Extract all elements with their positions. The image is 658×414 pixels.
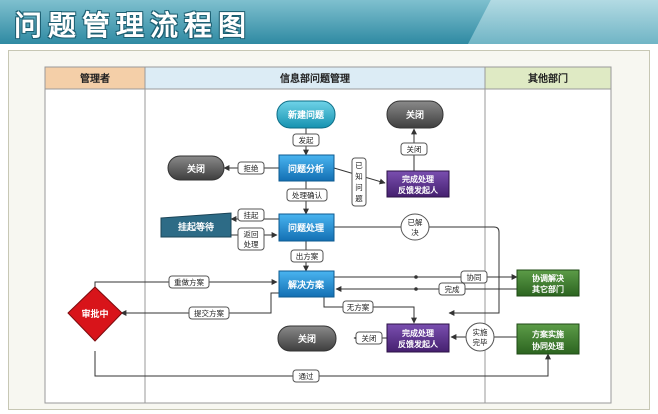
lane-header-other: 其他部门 bbox=[528, 72, 568, 85]
svg-text:拒绝: 拒绝 bbox=[244, 163, 259, 173]
svg-text:无方案: 无方案 bbox=[347, 302, 370, 312]
title-ribbon-decoration bbox=[468, 0, 658, 44]
edge-labels: 发起 拒绝 已 知 问 题 关闭 处理确认 挂起 返回 处理 已解 决 出方案 … bbox=[168, 133, 495, 383]
svg-text:题: 题 bbox=[355, 194, 363, 203]
svg-text:已: 已 bbox=[355, 161, 363, 170]
svg-text:处理: 处理 bbox=[244, 239, 259, 249]
close-bottom-node[interactable]: 关闭 bbox=[277, 325, 337, 352]
edge-label-return: 返回 处理 bbox=[237, 227, 265, 251]
solution-node[interactable]: 解决方案 bbox=[278, 270, 335, 298]
feedback-node-1[interactable]: 完成处理 反馈发起人 bbox=[386, 170, 450, 198]
svg-text:出方案: 出方案 bbox=[296, 251, 319, 261]
hang-wait-label: 挂起等待 bbox=[178, 221, 214, 233]
svg-text:重做方案: 重做方案 bbox=[174, 277, 204, 287]
close-top-label: 关闭 bbox=[406, 109, 424, 121]
svg-text:挂起: 挂起 bbox=[244, 210, 259, 220]
hang-wait-node[interactable]: 挂起等待 bbox=[160, 212, 232, 238]
approval-diamond[interactable]: 审批中 bbox=[67, 286, 123, 342]
close-left-label: 关闭 bbox=[187, 163, 205, 175]
feedback1-line2: 反馈发起人 bbox=[398, 185, 439, 195]
svg-text:决: 决 bbox=[411, 227, 419, 237]
edge-label-known-issue: 已 知 问 题 bbox=[351, 157, 367, 207]
feedback2-line2: 反馈发起人 bbox=[398, 339, 439, 349]
edge-label-hang: 挂起 bbox=[237, 208, 265, 222]
flowchart-canvas: 管理者 信息部问题管理 其他部门 bbox=[44, 66, 612, 404]
impl-line2: 协同处理 bbox=[532, 341, 564, 351]
processing-node[interactable]: 问题处理 bbox=[278, 213, 335, 242]
impl-line1: 方案实施 bbox=[532, 329, 564, 339]
edge-label-initiate: 发起 bbox=[292, 133, 320, 147]
svg-text:完成: 完成 bbox=[445, 284, 460, 294]
lane-header-manager: 管理者 bbox=[80, 72, 110, 85]
impl-node[interactable]: 方案实施 协同处理 bbox=[516, 323, 580, 355]
edge-label-redo-plan: 重做方案 bbox=[168, 275, 210, 289]
edge-label-complete: 完成 bbox=[438, 282, 466, 296]
edge-label-process-confirm: 处理确认 bbox=[286, 188, 328, 202]
lane-header-info: 信息部问题管理 bbox=[280, 72, 350, 85]
svg-text:提交方案: 提交方案 bbox=[194, 308, 224, 318]
analysis-label: 问题分析 bbox=[288, 163, 324, 175]
edge-label-impl-done: 实施 完毕 bbox=[465, 322, 495, 352]
coop-node[interactable]: 协调解决 其它部门 bbox=[516, 269, 580, 297]
edge-label-no-plan: 无方案 bbox=[342, 300, 374, 314]
page-title: 问题管理流程图 bbox=[14, 9, 253, 42]
edge-label-pass: 通过 bbox=[292, 369, 320, 383]
svg-text:通过: 通过 bbox=[299, 371, 314, 381]
coop-line2: 其它部门 bbox=[532, 284, 564, 294]
title-bar: 问题管理流程图 bbox=[0, 0, 658, 44]
svg-text:已解: 已解 bbox=[408, 217, 423, 227]
svg-text:关闭: 关闭 bbox=[407, 144, 422, 154]
edge-label-solved: 已解 决 bbox=[400, 213, 430, 241]
svg-text:返回: 返回 bbox=[244, 230, 259, 239]
feedback-node-2[interactable]: 完成处理 反馈发起人 bbox=[386, 323, 450, 353]
svg-text:知: 知 bbox=[355, 171, 363, 181]
edge-label-close: 关闭 bbox=[400, 142, 428, 156]
feedback2-line1: 完成处理 bbox=[402, 328, 434, 338]
analysis-node[interactable]: 问题分析 bbox=[278, 154, 335, 182]
edge-label-make-plan: 出方案 bbox=[290, 249, 324, 263]
svg-text:问: 问 bbox=[355, 183, 363, 192]
svg-text:处理确认: 处理确认 bbox=[292, 190, 322, 200]
close-top-node[interactable]: 关闭 bbox=[386, 100, 444, 129]
coop-line1: 协调解决 bbox=[532, 273, 565, 283]
new-issue-node[interactable]: 新建问题 bbox=[276, 100, 336, 129]
approval-label: 审批中 bbox=[81, 308, 108, 320]
edge-label-close-2: 关闭 bbox=[355, 331, 383, 345]
svg-text:关闭: 关闭 bbox=[362, 333, 377, 343]
svg-text:实施: 实施 bbox=[473, 327, 488, 337]
diagram-frame: 管理者 信息部问题管理 其他部门 bbox=[8, 50, 650, 410]
close-bottom-label: 关闭 bbox=[298, 333, 316, 345]
edge-label-coordinate: 协同 bbox=[460, 270, 488, 284]
svg-text:发起: 发起 bbox=[299, 135, 314, 145]
svg-text:完毕: 完毕 bbox=[473, 337, 488, 347]
new-issue-label: 新建问题 bbox=[288, 109, 325, 121]
close-left-node[interactable]: 关闭 bbox=[167, 155, 225, 181]
processing-label: 问题处理 bbox=[288, 222, 324, 234]
feedback1-line1: 完成处理 bbox=[402, 174, 434, 184]
edge-label-reject: 拒绝 bbox=[237, 161, 265, 175]
solution-label: 解决方案 bbox=[288, 279, 325, 291]
edge-label-submit-plan: 提交方案 bbox=[188, 306, 230, 320]
svg-text:协同: 协同 bbox=[467, 272, 482, 282]
